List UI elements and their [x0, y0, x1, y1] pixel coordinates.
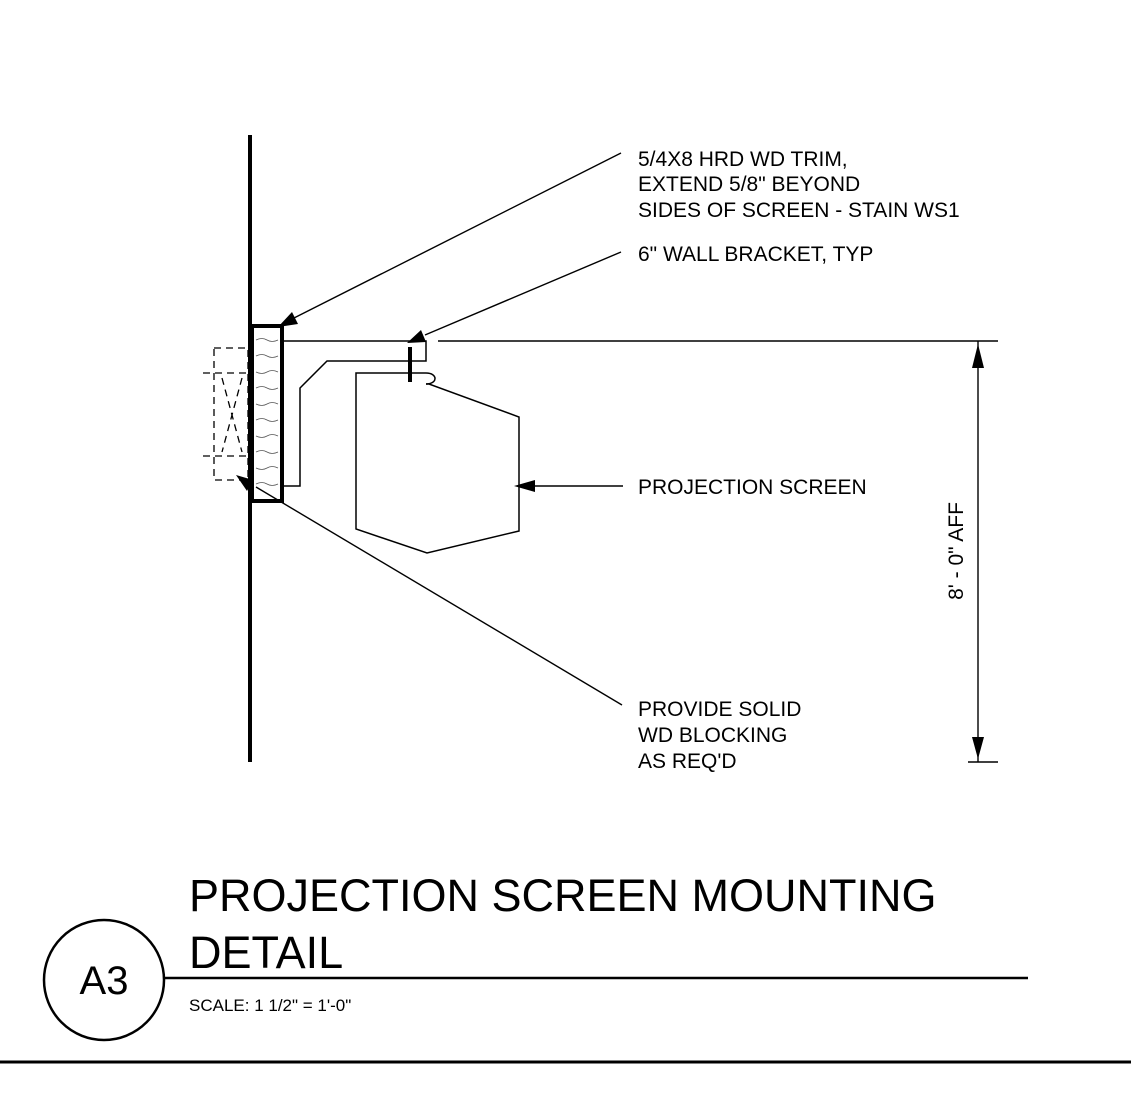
leader-blocking: [236, 475, 623, 706]
title-block: A3 PROJECTION SCREEN MOUNTING DETAIL SCA…: [42, 870, 1028, 1042]
wood-blocking: [203, 347, 249, 481]
detail-tag-circle: [42, 918, 166, 1042]
scale-label: SCALE: 1 1/2" = 1'-0": [189, 996, 351, 1015]
projection-screen-housing: [355, 372, 520, 554]
detail-tag: A3: [80, 959, 129, 1003]
leader-bracket: [407, 251, 622, 343]
note-screen: PROJECTION SCREEN: [638, 476, 867, 499]
note-blocking-line3: AS REQ'D: [638, 750, 737, 773]
wall-bracket: [282, 340, 427, 487]
wood-trim: [250, 324, 284, 503]
leader-trim: [278, 152, 622, 327]
note-bracket: 6" WALL BRACKET, TYP: [638, 243, 873, 266]
note-trim-line1: 5/4X8 HRD WD TRIM,: [638, 148, 848, 171]
title-line2: DETAIL: [189, 927, 343, 978]
note-blocking-line1: PROVIDE SOLID: [638, 698, 801, 721]
height-dimension: [438, 340, 998, 763]
note-blocking-line2: WD BLOCKING: [638, 724, 787, 747]
note-trim-line2: EXTEND 5/8" BEYOND: [638, 173, 860, 196]
leader-screen: [514, 480, 623, 492]
title-line1: PROJECTION SCREEN MOUNTING: [189, 870, 937, 921]
note-trim-line3: SIDES OF SCREEN - STAIN WS1: [638, 199, 960, 222]
dimension-label: 8' - 0" AFF: [945, 502, 968, 600]
